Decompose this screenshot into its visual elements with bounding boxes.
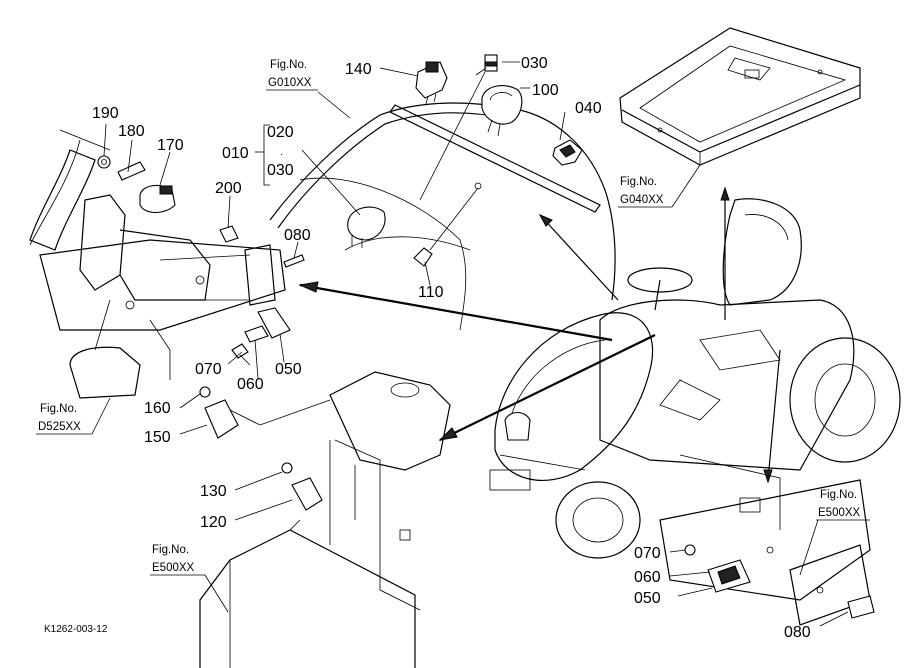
part-190-nut (97, 155, 111, 169)
part-150-relay (204, 399, 239, 439)
leader-lines-left (103, 123, 299, 379)
label-180: 180 (118, 123, 145, 140)
leader-lines-lower (179, 393, 293, 521)
drawing-id: K1262-003-12 (44, 624, 108, 635)
label-200: 200 (215, 180, 242, 197)
label-070-left: 070 (195, 361, 222, 378)
pointer-arrows (298, 186, 781, 484)
svg-text:Fig.No.: Fig.No. (270, 59, 307, 71)
part-100-meter (481, 85, 523, 137)
label-060-right: 060 (634, 569, 661, 586)
svg-text:E500XX: E500XX (818, 507, 861, 519)
svg-text:G040XX: G040XX (620, 194, 664, 206)
label-060-left: 060 (237, 376, 264, 393)
label-070-right: 070 (634, 545, 661, 562)
tractor-body (489, 198, 901, 559)
label-160: 160 (144, 400, 171, 417)
svg-text:Fig.No.: Fig.No. (40, 403, 77, 415)
svg-text:D525XX: D525XX (38, 421, 81, 433)
part-020-buzzer (347, 206, 386, 248)
label-030-top: 030 (521, 55, 548, 72)
svg-text:E500XX: E500XX (152, 562, 195, 574)
figref-g040: Fig.No. G040XX (618, 164, 701, 208)
part-140-switch (415, 61, 448, 105)
label-050-right: 050 (634, 590, 661, 607)
figref-e500-left: Fig.No. E500XX (150, 544, 229, 613)
part-170-switch (139, 184, 176, 214)
label-030-side: 030 (267, 162, 294, 179)
label-150: 150 (144, 429, 171, 446)
svg-text:G010XX: G010XX (268, 77, 312, 89)
part-160-bolt (199, 386, 211, 398)
label-190: 190 (92, 105, 119, 122)
label-050-left: 050 (275, 361, 302, 378)
center-bracket (229, 371, 451, 611)
group-bracket (263, 124, 270, 186)
label-140: 140 (345, 61, 372, 78)
part-180-plate (117, 161, 146, 181)
label-020: 020 (267, 124, 294, 141)
figref-d525: Fig.No. D525XX (36, 397, 111, 435)
label-120: 120 (200, 514, 227, 531)
label-010: 010 (222, 145, 249, 162)
part-050-sensor-right (707, 559, 751, 593)
part-070-bolt-right (684, 544, 696, 556)
label-130: 130 (200, 483, 227, 500)
label-100: 100 (532, 82, 559, 99)
part-120-relay (291, 477, 323, 511)
label-110: 110 (418, 284, 444, 301)
part-130-bolt (281, 462, 293, 474)
bottom-box (199, 519, 416, 668)
label-080-right: 080 (784, 624, 811, 641)
label-170: 170 (157, 137, 184, 154)
leader-lines-right (669, 519, 849, 627)
part-labels: 140 030 100 040 190 180 170 010 020 030 … (92, 55, 811, 641)
svg-text:Fig.No.: Fig.No. (820, 489, 857, 501)
part-080-clip-right (847, 595, 875, 619)
deck-tray (619, 27, 861, 166)
label-080-left: 080 (284, 227, 311, 244)
part-080-clip (283, 254, 305, 268)
part-040-switch (552, 139, 583, 166)
left-frame (29, 129, 286, 399)
figure-references: Fig.No. G010XX Fig.No. G040XX Fig.No. D5… (36, 59, 870, 613)
part-050-sensor (227, 307, 291, 365)
part-200-spacer (219, 225, 239, 243)
leader-lines-top (301, 61, 566, 286)
label-040: 040 (575, 100, 602, 117)
svg-text:Fig.No.: Fig.No. (152, 544, 189, 556)
svg-text:Fig.No.: Fig.No. (620, 176, 657, 188)
part-030-connector (475, 54, 498, 76)
bottom-right-bracket (659, 454, 871, 626)
part-110-bulb (413, 182, 482, 267)
figref-g010: Fig.No. G010XX (266, 59, 318, 91)
figref-e500-right: Fig.No. E500XX (816, 489, 870, 521)
svg-text:·: · (280, 149, 283, 160)
